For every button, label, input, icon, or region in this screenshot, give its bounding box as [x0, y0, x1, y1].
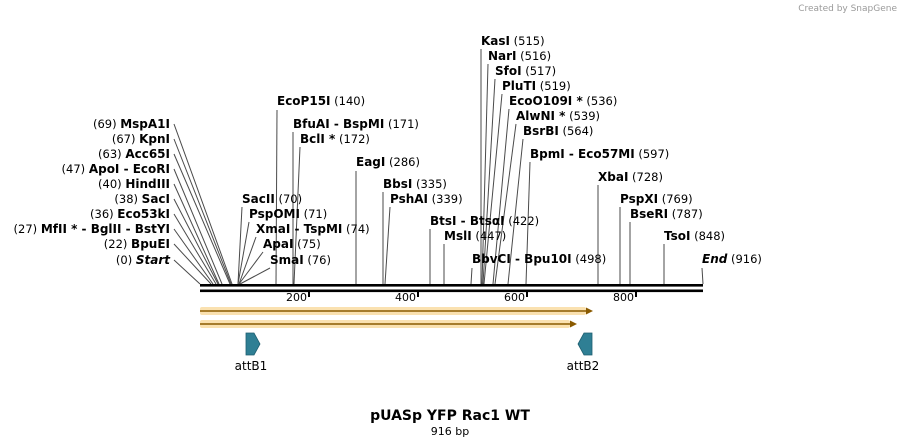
orf-arrow-upper[interactable]	[200, 307, 593, 315]
site-saci[interactable]: (38) SacI	[114, 192, 170, 206]
orf-arrow-lower[interactable]	[200, 320, 577, 328]
leader-mspa1i	[173, 123, 233, 285]
site-acc65i[interactable]: (63) Acc65I	[98, 147, 170, 161]
enzyme-labels: (0) Start (22) BpuEI(27) MfII * - BglII -…	[14, 34, 762, 267]
site-apoi-ecori[interactable]: (47) ApoI - EcoRI	[62, 162, 170, 176]
site-bpmi-eco57mi[interactable]: BpmI - Eco57MI (597)	[530, 147, 669, 161]
site-bfuai-bspmi[interactable]: BfuAI - BspMI (171)	[293, 117, 419, 131]
leader-xmai-tspmi	[238, 236, 257, 285]
leader-ecoo109i	[492, 108, 510, 285]
site-bseri[interactable]: BseRI (787)	[630, 207, 703, 221]
site-btsi-bts-i[interactable]: BtsI - BtsαI (422)	[430, 214, 539, 228]
leader-apai	[238, 251, 264, 285]
leader-bbvci-bpu10i	[470, 267, 473, 285]
map-title: pUASp YFP Rac1 WT	[370, 408, 530, 424]
feature-attb2[interactable]: attB2	[567, 332, 600, 373]
leader-pshai	[384, 206, 391, 285]
site-bbvci-bpu10i[interactable]: BbvCI - Bpu10I (498)	[472, 252, 606, 266]
sequence-length: 916 bp	[431, 425, 469, 438]
site-bbsi[interactable]: BbsI (335)	[383, 177, 447, 191]
leader-saci	[173, 198, 219, 285]
site-msli[interactable]: MslI (447)	[444, 229, 506, 243]
site-kasi[interactable]: KasI (515)	[481, 34, 545, 48]
feature-attb1[interactable]: attB1	[235, 332, 268, 373]
leader-bpmi-eco57mi	[525, 161, 531, 285]
site-end[interactable]: End (916)	[702, 252, 762, 266]
leader-bcli	[293, 146, 301, 285]
leader-nari	[481, 63, 489, 285]
site-xmai-tspmi[interactable]: XmaI - TspMI (74)	[256, 222, 370, 236]
site-pspomi[interactable]: PspOMI (71)	[249, 207, 327, 221]
backbone-top-strand	[200, 284, 703, 287]
leader-kpni	[173, 138, 232, 285]
site-bcli[interactable]: BclI * (172)	[300, 132, 370, 146]
site-start[interactable]: (0) Start	[116, 253, 171, 267]
attb2-label: attB2	[567, 359, 600, 373]
leader-eco53ki	[173, 213, 217, 285]
ruler-tick-label: 400	[395, 291, 416, 304]
site-mfii-bglii-bstyi[interactable]: (27) MfII * - BglII - BstYI	[14, 222, 170, 236]
sequence-backbone	[200, 284, 703, 293]
site-apai[interactable]: ApaI (75)	[263, 237, 321, 251]
ruler-tick-label: 200	[286, 291, 307, 304]
leader-mfii-bglii-bstyi	[173, 228, 214, 285]
backbone-bottom-strand	[200, 289, 703, 293]
site-pshai[interactable]: PshAI (339)	[390, 192, 463, 206]
site-sfoi[interactable]: SfoI (517)	[495, 64, 556, 78]
leader-bsrbi	[507, 138, 524, 285]
site-pspxi[interactable]: PspXI (769)	[620, 192, 693, 206]
site-alwni[interactable]: AlwNI * (539)	[516, 109, 600, 123]
leader-smai	[239, 267, 271, 285]
leader-sacii	[237, 206, 243, 285]
leader-bpuei	[173, 243, 212, 285]
leader-sfoi	[482, 78, 496, 285]
leader-end	[701, 267, 704, 285]
site-bsrbi[interactable]: BsrBI (564)	[523, 124, 593, 138]
leader-start	[173, 259, 201, 285]
attb2-arrow-icon	[577, 332, 593, 356]
snapgene-credit: Created by SnapGene	[798, 4, 897, 14]
attb1-arrow-icon	[245, 332, 261, 356]
site-nari[interactable]: NarI (516)	[488, 49, 551, 63]
site-ecoo109i[interactable]: EcoO109I * (536)	[509, 94, 617, 108]
site-eco53ki[interactable]: (36) Eco53kI	[90, 207, 170, 221]
enzyme-leader-lines	[173, 49, 704, 285]
site-smai[interactable]: SmaI (76)	[270, 253, 331, 267]
leader-ecop15i	[275, 109, 278, 285]
leader-acc65i	[173, 153, 231, 285]
leader-pluti	[483, 93, 503, 285]
ruler-tick-label: 800	[613, 291, 634, 304]
orf-arrows	[200, 307, 593, 328]
ruler-ticks: 200 400 600 800	[286, 291, 637, 304]
leader-alwni	[494, 123, 517, 285]
site-kpni[interactable]: (67) KpnI	[112, 132, 170, 146]
site-xbai[interactable]: XbaI (728)	[598, 170, 663, 184]
site-bpuei[interactable]: (22) BpuEI	[104, 237, 170, 251]
leader-pspomi	[237, 221, 250, 285]
leader-hindiii	[173, 183, 220, 285]
site-sacii[interactable]: SacII (70)	[242, 192, 302, 206]
site-tsoi[interactable]: TsoI (848)	[664, 229, 725, 243]
site-ecop15i[interactable]: EcoP15I (140)	[277, 94, 365, 108]
site-pluti[interactable]: PluTI (519)	[502, 79, 571, 93]
ruler-tick-label: 600	[504, 291, 525, 304]
site-hindiii[interactable]: (40) HindIII	[98, 177, 170, 191]
site-mspa1i[interactable]: (69) MspA1I	[93, 117, 170, 131]
attb1-label: attB1	[235, 359, 268, 373]
leader-apoi-ecori	[173, 168, 223, 285]
site-eagi[interactable]: EagI (286)	[356, 155, 420, 169]
